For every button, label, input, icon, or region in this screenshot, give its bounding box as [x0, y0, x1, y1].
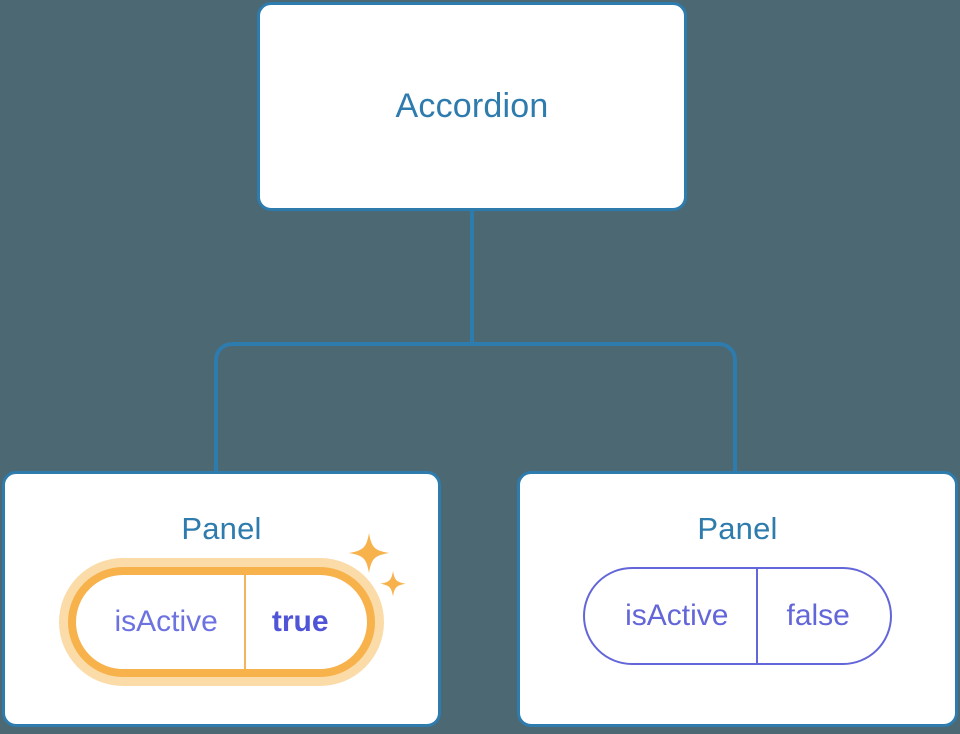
node-panel-right[interactable]: Panel isActive false [517, 471, 958, 727]
node-accordion[interactable]: Accordion [257, 2, 687, 211]
prop-pill-wrapper: isActive false [583, 567, 892, 666]
node-title: Panel [181, 511, 262, 546]
sparkle-large-icon [348, 533, 389, 574]
node-title: Panel [697, 511, 778, 546]
prop-key: isActive [114, 605, 218, 639]
prop-pill-active[interactable]: isActive true [68, 567, 375, 678]
prop-pill-wrapper: isActive true [68, 533, 406, 678]
prop-value: true [243, 575, 367, 670]
prop-key: isActive [625, 599, 729, 633]
prop-pill-inactive[interactable]: isActive false [583, 567, 892, 666]
node-panel-left[interactable]: Panel isActive true [2, 471, 441, 727]
edge-to-panel-left [214, 342, 472, 471]
node-title: Accordion [395, 86, 549, 125]
edge-to-panel-right [472, 342, 737, 471]
sparkle-small-icon [379, 571, 406, 597]
prop-value: false [756, 569, 889, 664]
